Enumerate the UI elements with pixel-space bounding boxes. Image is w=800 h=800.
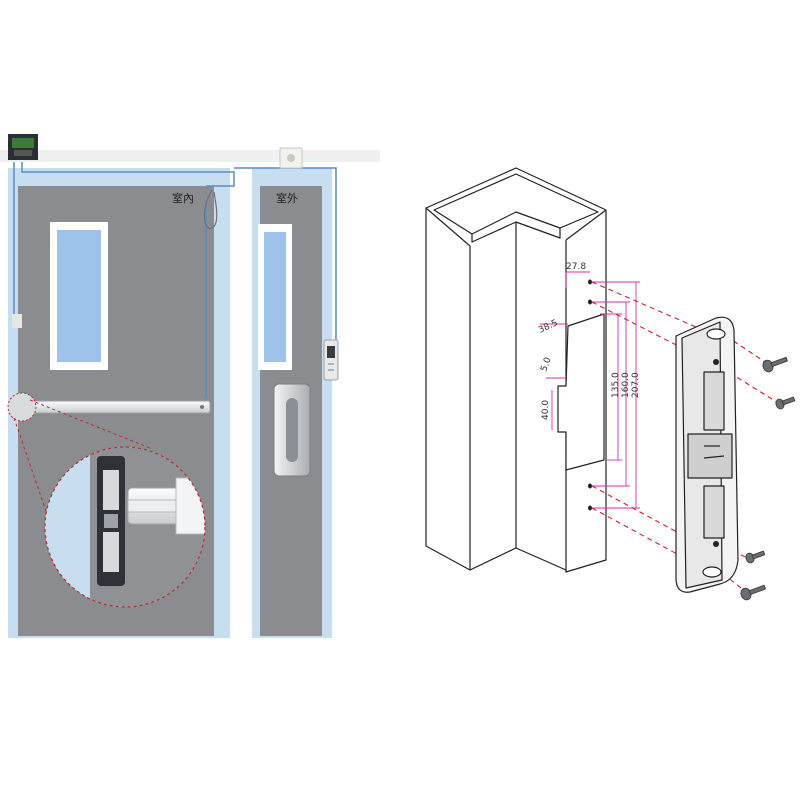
- install-drawing: [425, 167, 796, 601]
- strike-cutout: [557, 313, 605, 471]
- latch-highlight-circle: [7, 392, 37, 422]
- frame-screw-holes: [588, 279, 592, 511]
- screw-icon: [740, 356, 796, 601]
- dim-207-0: 207.0: [631, 372, 641, 398]
- dim-5-0: 5.0: [539, 356, 553, 373]
- dim-40-0: 40.0: [541, 400, 551, 420]
- door-closer: [12, 314, 22, 328]
- electric-strike-lock: [675, 316, 739, 593]
- power-supply-icon: [8, 134, 38, 160]
- push-bar-screw: [200, 405, 204, 409]
- right-door-window-glass: [264, 232, 286, 362]
- dim-27-8: 27.8: [566, 262, 586, 272]
- cable-loop: [203, 189, 218, 229]
- control-wire-right: [234, 167, 337, 340]
- dim-160-0: 160.0: [621, 372, 631, 398]
- door-scene: 室內 室外: [0, 134, 380, 638]
- panic-push-bar: [29, 400, 211, 414]
- control-wire-top: [21, 162, 235, 187]
- indoor-label: 室內: [172, 191, 194, 205]
- exit-button-icon: [279, 147, 303, 169]
- door-pull-handle-grip: [286, 398, 298, 462]
- outdoor-label: 室外: [276, 191, 298, 205]
- card-reader-icon: [323, 339, 339, 381]
- ceiling-strip: [0, 150, 380, 162]
- dimension-lines: [540, 271, 640, 509]
- left-door-window-glass: [57, 230, 101, 362]
- dim-135-0: 135.0: [611, 372, 621, 398]
